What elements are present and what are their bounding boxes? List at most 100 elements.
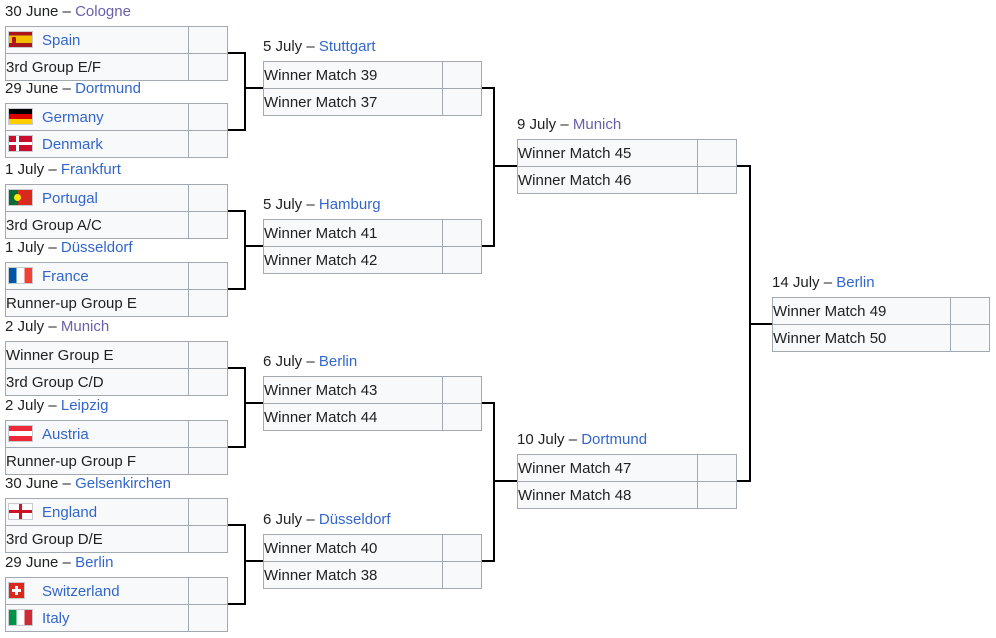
score-cell [188, 341, 228, 369]
team-link[interactable]: Portugal [42, 190, 98, 207]
score-cell [188, 262, 228, 290]
fixture-table: France Runner-up Group E [5, 262, 228, 317]
bracket-connector-line [228, 603, 246, 605]
date-city-separator: – [58, 80, 76, 97]
fixture-table: Spain 3rd Group E/F [5, 26, 228, 81]
team-placeholder: 3rd Group D/E [6, 530, 103, 548]
match-qf-1: 5 July – Stuttgart Winner Match 39 Winne… [263, 39, 482, 116]
fixture-table: Winner Match 39 Winner Match 37 [263, 61, 482, 116]
match-date: 6 July [263, 511, 303, 528]
venue-city-link[interactable]: Munich [60, 318, 110, 335]
venue-city-link[interactable]: Gelsenkirchen [75, 475, 171, 492]
germany-flag-icon [8, 108, 33, 125]
bracket-connector-line [244, 210, 246, 290]
score-cell [188, 447, 228, 475]
team-row: Winner Match 45 [517, 139, 737, 167]
venue-city-link[interactable]: Berlin [318, 353, 358, 370]
venue-city-link[interactable]: Berlin [75, 554, 114, 571]
bracket-connector-line [244, 524, 246, 605]
bracket-connector-line [228, 446, 246, 448]
date-city-separator: – [302, 38, 319, 55]
match-header: 30 June – Cologne [5, 4, 228, 20]
team-row: Winner Match 37 [263, 88, 482, 116]
match-date: 1 July [5, 239, 45, 256]
fixture-table: Winner Match 45 Winner Match 46 [517, 139, 737, 194]
match-date: 30 June [5, 475, 59, 492]
match-header: 29 June – Berlin [5, 555, 228, 571]
team-row: Winner Match 43 [263, 376, 482, 404]
bracket-connector-line [493, 165, 517, 167]
team-placeholder: Runner-up Group F [6, 452, 137, 470]
fixture-table: Winner Match 49 Winner Match 50 [772, 297, 990, 352]
team-placeholder: Winner Match 50 [773, 329, 887, 347]
score-cell [442, 376, 482, 404]
venue-city-link[interactable]: Munich [572, 116, 622, 133]
venue-city-link[interactable]: Düsseldorf [60, 239, 133, 256]
date-city-separator: – [58, 3, 76, 20]
team-row: Winner Match 47 [517, 454, 737, 482]
score-cell [188, 420, 228, 448]
venue-city-link[interactable]: Dortmund [581, 431, 648, 448]
score-cell [188, 368, 228, 396]
team-row: 3rd Group D/E [5, 525, 228, 553]
team-placeholder: Winner Match 49 [773, 302, 887, 320]
match-date: 30 June [5, 3, 59, 20]
bracket-connector-line [493, 87, 495, 247]
team-link[interactable]: Denmark [42, 136, 103, 153]
score-cell [188, 525, 228, 553]
score-cell [442, 534, 482, 562]
score-cell [188, 211, 228, 239]
match-header: 10 July – Dortmund [517, 432, 737, 448]
venue-city-link[interactable]: Stuttgart [318, 38, 376, 55]
venue-city-link[interactable]: Dortmund [75, 80, 141, 97]
match-qf-3: 6 July – Berlin Winner Match 43 Winner M… [263, 354, 482, 431]
venue-city-link[interactable]: Cologne [75, 3, 131, 20]
match-date: 9 July [517, 116, 557, 133]
team-row: Spain [5, 26, 228, 54]
venue-city-link[interactable]: Berlin [836, 274, 875, 291]
team-link[interactable]: Spain [42, 32, 81, 49]
team-row: Winner Match 49 [772, 297, 990, 325]
score-cell [442, 246, 482, 274]
score-cell [188, 53, 228, 81]
match-header: 2 July – Munich [5, 319, 228, 335]
bracket-connector-line [244, 87, 263, 89]
match-r16-8: 29 June – Berlin Switzerland Italy [5, 555, 228, 632]
team-row: Winner Match 41 [263, 219, 482, 247]
date-city-separator: – [302, 353, 319, 370]
venue-city-link[interactable]: Leipzig [60, 397, 109, 414]
score-cell [697, 139, 737, 167]
bracket-connector-line [228, 129, 246, 131]
team-row: Germany [5, 103, 228, 131]
match-final: 14 July – Berlin Winner Match 49 Winner … [772, 275, 990, 352]
team-link[interactable]: Austria [42, 426, 89, 443]
venue-city-link[interactable]: Frankfurt [60, 161, 121, 178]
team-link[interactable]: Italy [42, 610, 70, 627]
score-cell [950, 297, 990, 325]
team-row: Denmark [5, 130, 228, 158]
fixture-table: Winner Match 41 Winner Match 42 [263, 219, 482, 274]
match-r16-1: 30 June – Cologne Spain 3rd Group E/F [5, 4, 228, 81]
bracket-connector-line [737, 480, 751, 482]
date-city-separator: – [44, 161, 61, 178]
fixture-table: Winner Match 43 Winner Match 44 [263, 376, 482, 431]
bracket-connector-line [482, 560, 495, 562]
austria-flag-icon [8, 425, 33, 442]
bracket-connector-line [244, 560, 263, 562]
fixture-table: Germany Denmark [5, 103, 228, 158]
date-city-separator: – [58, 475, 76, 492]
team-link[interactable]: Germany [42, 109, 104, 126]
venue-city-link[interactable]: Düsseldorf [318, 511, 391, 528]
team-link[interactable]: Switzerland [42, 583, 120, 600]
team-link[interactable]: France [42, 268, 89, 285]
score-cell [442, 561, 482, 589]
team-link[interactable]: England [42, 504, 98, 521]
france-flag-icon [8, 267, 33, 284]
venue-city-link[interactable]: Hamburg [318, 196, 381, 213]
score-cell [442, 61, 482, 89]
fixture-table: Winner Group E 3rd Group C/D [5, 341, 228, 396]
team-row: Winner Match 40 [263, 534, 482, 562]
score-cell [188, 498, 228, 526]
team-placeholder: Winner Match 46 [518, 171, 632, 189]
score-cell [442, 219, 482, 247]
